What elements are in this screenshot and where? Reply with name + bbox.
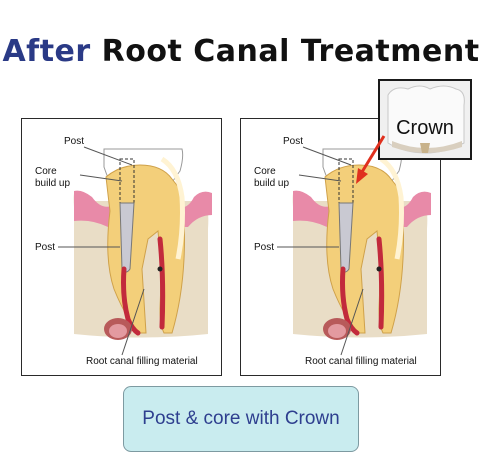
label-core-line2: build up [254, 178, 290, 189]
label-post-top: Post [283, 136, 304, 147]
label-filling: Root canal filling material [86, 356, 198, 367]
label-post-top: Post [64, 136, 85, 147]
crown-inset: Crown [378, 79, 472, 160]
crown-icon [380, 81, 470, 158]
title-rest: Root Canal Treatment [101, 34, 480, 69]
crown-label: Crown [396, 117, 454, 139]
page-title: After Root Canal Treatment [0, 34, 482, 69]
caption-text: Post & core with Crown [142, 408, 340, 429]
label-post-mid: Post [35, 242, 56, 253]
title-accent: After [2, 34, 91, 69]
diagram-panel-right: Post Core build up Post Root canal filli… [240, 118, 441, 376]
label-core-line1: Core [254, 166, 276, 177]
label-core-line2: build up [35, 178, 71, 189]
caption-box: Post & core with Crown [123, 386, 359, 452]
label-post-mid: Post [254, 242, 275, 253]
tooth-illustration-left [58, 146, 212, 356]
label-core-line1: Core [35, 166, 57, 177]
tooth-illustration-right [277, 146, 431, 356]
diagram-panel-left: Post Core build up Post Root canal filli… [21, 118, 222, 376]
label-filling: Root canal filling material [305, 356, 417, 367]
